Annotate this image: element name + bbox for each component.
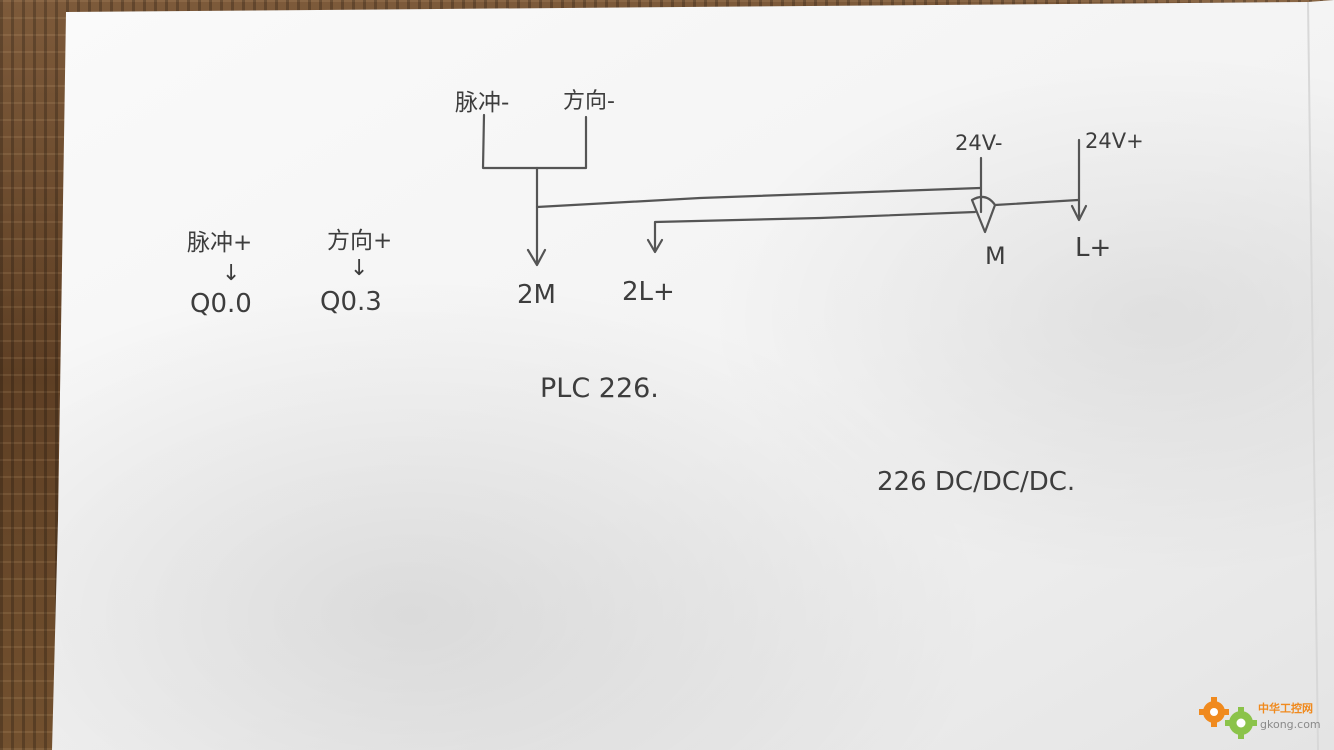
gkong-watermark: 中华工控网 gkong.com [1199,697,1321,739]
direction-plus-arrow-icon: ↓ [350,256,368,281]
terminal-m-label: M [985,242,1006,270]
pulse-minus-label: 脉冲- [455,90,509,116]
terminal-2m-label: 2M [517,280,556,310]
supply-minus-label: 24V- [955,131,1002,155]
minus-bus-wire [535,186,982,209]
plc-type-label: 226 DC/DC/DC. [877,467,1075,497]
watermark-url: gkong.com [1260,718,1321,731]
direction-minus-label: 方向- [563,89,615,114]
direction-plus-label: 方向+ [327,228,392,254]
q00-label: Q0.0 [190,289,252,319]
gear-green-icon [1225,707,1257,739]
terminal-2lplus-label: 2L+ [622,277,675,307]
terminal-lplus-label: L+ [1075,233,1111,263]
q03-label: Q0.3 [320,287,382,317]
supply-plus-label: 24V+ [1085,129,1144,153]
minus-junction-wire [481,113,588,170]
plc-model-label: PLC 226. [540,373,659,404]
gear-orange-icon [1199,697,1229,727]
pulse-plus-arrow-icon: ↓ [222,261,240,286]
bridge-wire [993,198,1080,207]
paper-edge [1307,1,1319,750]
wiring-diagram [481,113,1088,267]
lplus-arrow-icon [1070,204,1088,222]
pulse-plus-label: 脉冲+ [187,230,252,256]
watermark-title: 中华工控网 [1258,701,1313,715]
2m-arrow-icon [526,248,547,267]
2lplus-arrow-icon [646,238,664,254]
2lplus-bus-wire [653,210,977,252]
